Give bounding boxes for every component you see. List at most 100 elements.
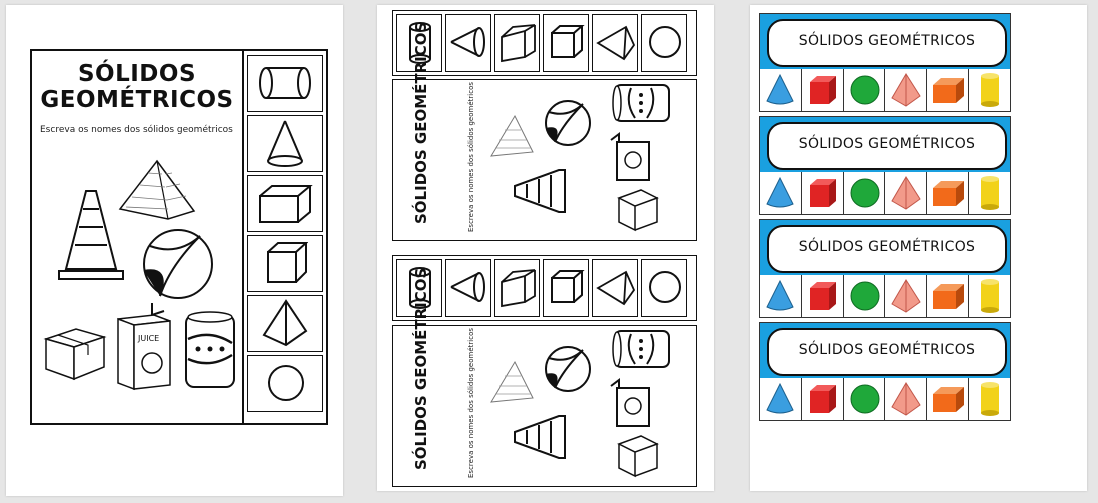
square-pyramid-icon (596, 270, 636, 306)
strip-cell-prism[interactable] (494, 14, 540, 72)
answer-cell-cone[interactable] (247, 115, 323, 172)
card-instruction: Escreva os nomes dos sólidos geométricos (467, 328, 475, 478)
worksheet-page-1[interactable]: SÓLIDOS GEOMÉTRICOS Escreva os nomes dos… (6, 5, 343, 496)
green-sphere-icon (850, 178, 880, 208)
banner-cell-prism[interactable] (926, 172, 968, 214)
answer-cell-pyramid[interactable] (247, 295, 323, 352)
banner-cell-cylinder[interactable] (968, 378, 1010, 420)
strip-cell-cylinder[interactable] (396, 259, 442, 317)
pink-pyramid-icon (891, 382, 922, 416)
banner-cell-sphere[interactable] (842, 172, 885, 214)
strip-cell-pyramid[interactable] (592, 259, 638, 317)
card-vertical-title: SÓLIDOS GEOMÉTRICOS (412, 21, 430, 224)
rectangular-prism-icon (259, 185, 313, 223)
strip-cell-prism[interactable] (494, 259, 540, 317)
soda-can-icon (612, 84, 670, 122)
banner-cell-cylinder[interactable] (968, 275, 1010, 317)
card-vertical-title: SÓLIDOS GEOMÉTRICOS (412, 267, 430, 470)
sphere-icon (649, 271, 681, 303)
square-pyramid-icon (596, 25, 636, 61)
banner-cell-cone[interactable] (760, 378, 801, 420)
banner-cell-pyramid[interactable] (884, 172, 926, 214)
banner-cell-cylinder[interactable] (968, 69, 1010, 111)
banner-cell-sphere[interactable] (842, 69, 885, 111)
shape-strip-bottom (392, 255, 697, 321)
blue-cone-icon (766, 73, 794, 105)
banner-shape-row (760, 69, 1010, 111)
pink-pyramid-icon (891, 73, 922, 107)
answer-cell-cylinder[interactable] (247, 55, 323, 112)
cone-icon (450, 272, 485, 302)
banner-cell-prism[interactable] (926, 378, 968, 420)
answer-cell-sphere[interactable] (247, 355, 323, 412)
color-banner-4: SÓLIDOS GEOMÉTRICOS (759, 322, 1011, 421)
banner-cell-cone[interactable] (760, 275, 801, 317)
yellow-cylinder-icon (981, 176, 1000, 210)
juice-box-icon (610, 378, 650, 427)
card-instruction: Escreva os nomes dos sólidos geométricos (467, 82, 475, 232)
sphere-icon (268, 365, 304, 401)
worksheet-main-panel: SÓLIDOS GEOMÉTRICOS Escreva os nomes dos… (30, 49, 244, 425)
banner-cell-cube[interactable] (800, 378, 843, 420)
red-cube-icon (809, 179, 836, 207)
banner-title-plate: SÓLIDOS GEOMÉTRICOS (767, 328, 1007, 376)
banner-title-plate: SÓLIDOS GEOMÉTRICOS (767, 122, 1007, 170)
strip-cell-cone[interactable] (445, 259, 491, 317)
banner-cell-cone[interactable] (760, 172, 801, 214)
strip-cell-cube[interactable] (543, 259, 589, 317)
strip-cell-pyramid[interactable] (592, 14, 638, 72)
square-pyramid-icon (262, 299, 308, 347)
cardboard-box-icon (43, 328, 107, 381)
soda-can-icon (612, 330, 670, 368)
sphere-icon (649, 26, 681, 58)
cube-icon (551, 270, 585, 303)
pyramid-icon (490, 114, 534, 157)
banner-cell-pyramid[interactable] (884, 378, 926, 420)
cone-icon (267, 120, 303, 167)
strip-cell-sphere[interactable] (641, 14, 687, 72)
worksheet-title: SÓLIDOS GEOMÉTRICOS (40, 61, 234, 113)
banner-cell-sphere[interactable] (842, 378, 885, 420)
juice-box-icon: JUICE (117, 303, 171, 391)
traffic-cone-icon (58, 190, 124, 280)
pink-pyramid-icon (891, 176, 922, 210)
traffic-cone-icon (514, 415, 566, 459)
red-cube-icon (809, 76, 836, 104)
answer-cell-prism[interactable] (247, 175, 323, 232)
strip-cell-sphere[interactable] (641, 259, 687, 317)
banner-cell-cylinder[interactable] (968, 172, 1010, 214)
banner-cell-prism[interactable] (926, 69, 968, 111)
banner-cell-pyramid[interactable] (884, 275, 926, 317)
green-sphere-icon (850, 384, 880, 414)
banner-cell-pyramid[interactable] (884, 69, 926, 111)
cylinder-icon (409, 267, 431, 309)
answer-cell-cube[interactable] (247, 235, 323, 292)
juice-box-label: JUICE (137, 334, 159, 343)
orange-prism-icon (933, 78, 965, 103)
red-cube-icon (809, 385, 836, 413)
worksheet-page-3[interactable]: SÓLIDOS GEOMÉTRICOS SÓLIDOS GEOMÉTRICOS … (750, 5, 1087, 491)
green-sphere-icon (850, 281, 880, 311)
answer-column (242, 49, 328, 425)
banner-cell-prism[interactable] (926, 275, 968, 317)
worksheet-instruction: Escreva os nomes dos sólidos geométricos (40, 125, 233, 135)
banner-title-plate: SÓLIDOS GEOMÉTRICOS (767, 225, 1007, 273)
banner-cell-cone[interactable] (760, 69, 801, 111)
beach-ball-icon (545, 346, 591, 392)
orange-prism-icon (933, 387, 965, 412)
banner-cell-cube[interactable] (800, 69, 843, 111)
worksheet-page-2[interactable]: SÓLIDOS GEOMÉTRICOS Escreva os nomes dos… (377, 5, 714, 491)
color-banner-3: SÓLIDOS GEOMÉTRICOS (759, 219, 1011, 318)
color-banner-2: SÓLIDOS GEOMÉTRICOS (759, 116, 1011, 215)
strip-cell-cylinder[interactable] (396, 14, 442, 72)
banner-cell-sphere[interactable] (842, 275, 885, 317)
strip-cell-cube[interactable] (543, 14, 589, 72)
red-cube-icon (809, 282, 836, 310)
worksheet-card-bottom: SÓLIDOS GEOMÉTRICOS Escreva os nomes dos… (392, 267, 697, 487)
banner-cell-cube[interactable] (800, 275, 843, 317)
orange-prism-icon (933, 181, 965, 206)
strip-cell-cone[interactable] (445, 14, 491, 72)
banner-title-plate: SÓLIDOS GEOMÉTRICOS (767, 19, 1007, 67)
rectangular-prism-icon (501, 269, 536, 308)
banner-cell-cube[interactable] (800, 172, 843, 214)
